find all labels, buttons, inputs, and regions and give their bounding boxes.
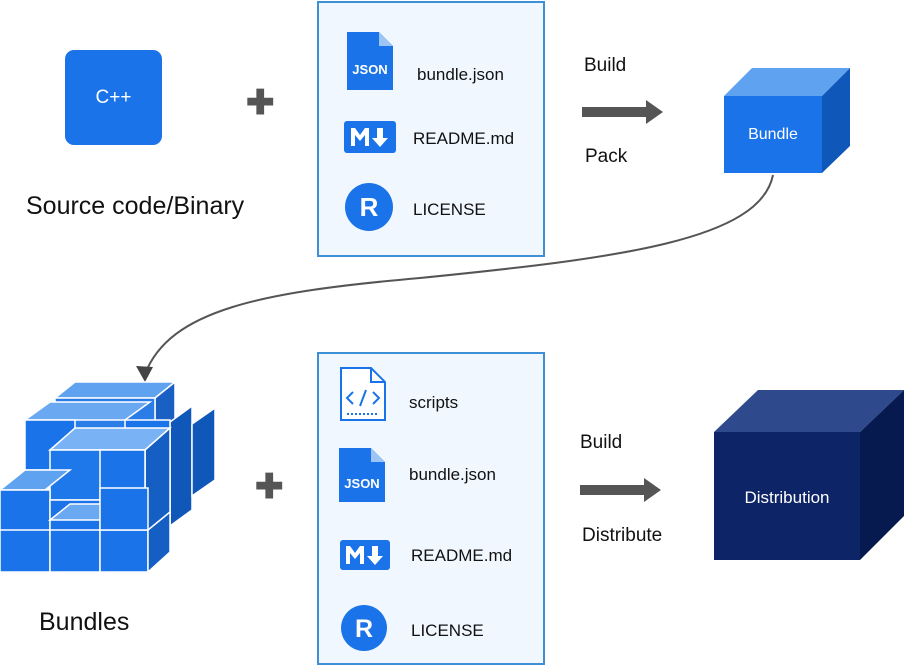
plus-icon: ✚ bbox=[246, 84, 275, 122]
top-file-label-bundle-json: bundle.json bbox=[417, 65, 504, 84]
license-icon-glyph: R bbox=[360, 192, 379, 222]
bottom-arrow-label-build: Build bbox=[580, 432, 623, 453]
cpp-chip-label: C++ bbox=[95, 86, 132, 108]
distribution-cube-label: Distribution bbox=[744, 488, 829, 507]
right-arrow-icon-bottom bbox=[580, 478, 661, 502]
license-r-icon: R bbox=[345, 183, 393, 231]
markdown-icon-bottom bbox=[340, 540, 390, 570]
bottom-arrow-label-distribute: Distribute bbox=[582, 525, 663, 546]
bottom-file-label-license: LICENSE bbox=[411, 621, 484, 640]
plus-icon-bottom: ✚ bbox=[255, 468, 284, 506]
bottom-file-label-readme: README.md bbox=[411, 546, 513, 565]
cpp-chip: C++ bbox=[65, 50, 162, 145]
top-file-label-readme: README.md bbox=[413, 129, 515, 148]
license-r-icon-bottom: R bbox=[341, 605, 387, 651]
bottom-file-label-scripts: scripts bbox=[409, 393, 459, 412]
top-arrow-label-pack: Pack bbox=[585, 146, 628, 167]
json-file-icon: JSON bbox=[347, 32, 393, 90]
bundle-cube: Bundle bbox=[724, 68, 850, 173]
top-arrow-label-build: Build bbox=[584, 55, 627, 76]
json-icon-glyph: JSON bbox=[352, 62, 387, 77]
bottom-files-panel: scripts JSON bundle.json README.md R LIC… bbox=[317, 352, 545, 665]
distribution-cube: Distribution bbox=[714, 390, 904, 560]
markdown-icon bbox=[344, 121, 396, 153]
bundles-cube-stack-icon bbox=[0, 380, 216, 574]
json-icon-glyph-bottom: JSON bbox=[344, 476, 379, 491]
top-file-label-license: LICENSE bbox=[413, 200, 486, 219]
source-caption: Source code/Binary bbox=[26, 192, 245, 220]
json-file-icon-bottom: JSON bbox=[339, 448, 385, 502]
right-arrow-icon bbox=[582, 100, 663, 124]
bundle-cube-label: Bundle bbox=[748, 126, 798, 143]
code-script-icon bbox=[340, 367, 386, 421]
bundles-caption: Bundles bbox=[39, 608, 130, 636]
top-files-panel: JSON bundle.json README.md R LICENSE bbox=[317, 1, 545, 257]
bottom-file-label-bundle-json: bundle.json bbox=[409, 465, 496, 484]
license-icon-glyph-bottom: R bbox=[355, 615, 373, 643]
